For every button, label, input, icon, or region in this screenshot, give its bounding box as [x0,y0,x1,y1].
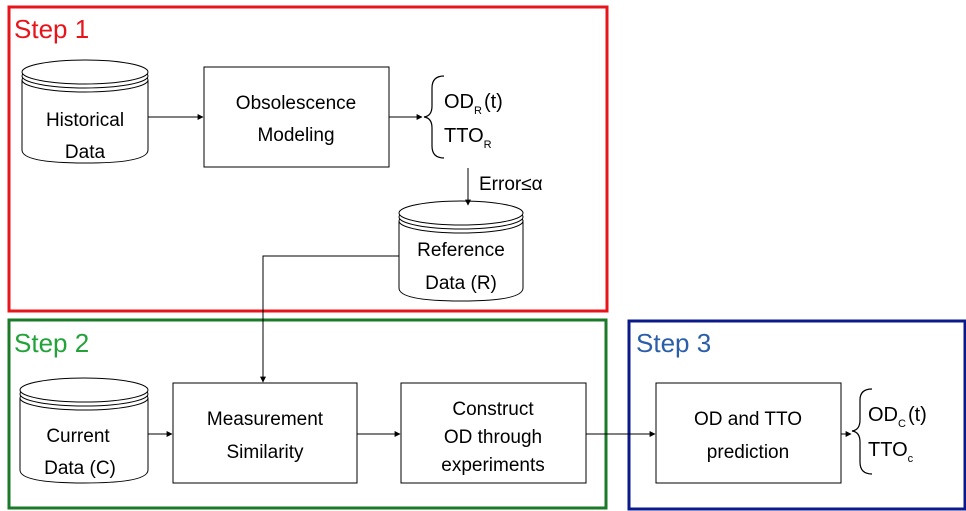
measurement-similarity-node: Measurement Similarity [172,382,358,484]
tto-r-label: TTOR [444,125,492,151]
brace-r-icon [423,75,445,159]
step-1-frame [7,5,609,313]
historical-data-line-2: Data [65,142,106,163]
error-label: Error≤α [479,174,543,195]
construct-line-2: OD through [444,427,542,448]
step-2-frame [7,318,608,510]
obsolescence-line-2: Modeling [257,125,334,146]
current-data-line-2: Data (C) [44,458,116,479]
measurement-line-2: Similarity [226,442,304,463]
prediction-line-2: prediction [707,442,789,463]
obsolescence-line-1: Obsolescence [236,93,356,114]
step-2-label: Step 2 [14,328,89,358]
step-1-label: Step 1 [14,14,89,44]
construct-node: Construct OD through experiments [400,382,587,484]
step-3-frame [627,319,966,511]
connectors [148,114,852,437]
construct-line-1: Construct [452,399,534,420]
od-r-label: ODR(t) [444,91,503,117]
historical-data-node: Historical Data [21,59,149,164]
obsolescence-modeling-node: Obsolescence Modeling [203,66,390,168]
measurement-line-1: Measurement [207,409,324,430]
reference-data-node: Reference Data (R) [398,200,524,302]
reference-data-line-1: Reference [417,240,505,261]
step-3-label: Step 3 [636,328,711,358]
current-data-node: Current Data (C) [19,377,149,484]
brace-c-icon [851,388,873,475]
arrow-reference-to-measurement [260,255,399,383]
od-c-label: ODC(t) [868,404,927,430]
historical-data-line-1: Historical [46,110,124,131]
construct-line-3: experiments [441,455,545,476]
tto-c-label: TTOc [868,439,914,465]
prediction-line-1: OD and TTO [694,409,802,430]
current-data-line-1: Current [46,426,110,447]
reference-data-line-2: Data (R) [425,273,497,294]
prediction-node: OD and TTO prediction [655,382,842,484]
